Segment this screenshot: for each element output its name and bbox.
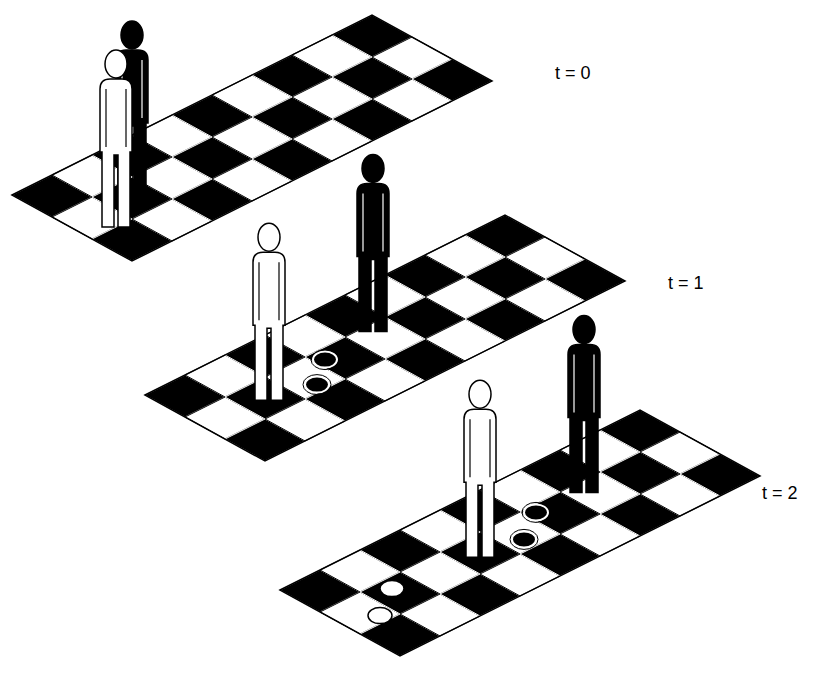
footprint-ring	[303, 375, 331, 395]
time-label: t = 2	[762, 483, 798, 504]
floor-tile	[412, 59, 492, 101]
time-label: t = 0	[555, 63, 591, 84]
person-arm	[593, 355, 594, 413]
person-body	[253, 252, 285, 400]
person-arm	[258, 262, 259, 320]
person-arm	[141, 60, 142, 118]
footprint	[380, 581, 404, 597]
person-body	[464, 409, 496, 557]
floor-outline	[280, 410, 760, 656]
time-label: t = 1	[668, 273, 704, 294]
person-arm	[105, 89, 106, 147]
footprint	[313, 352, 337, 368]
person-arm	[469, 419, 470, 477]
person-arm	[125, 89, 126, 147]
person-head	[121, 21, 143, 49]
person-body	[100, 79, 132, 227]
person-head	[573, 316, 595, 344]
footprint	[305, 377, 329, 393]
footprint-ring	[311, 350, 339, 370]
footprint-ring	[522, 502, 550, 522]
footprint	[368, 608, 392, 624]
footprint	[524, 504, 548, 520]
person-arm	[489, 419, 490, 477]
person-arm	[362, 193, 363, 251]
person-arm	[382, 193, 383, 251]
person-head	[105, 50, 127, 78]
person-arm	[573, 355, 574, 413]
person-body	[568, 345, 600, 493]
floor-tile	[680, 454, 760, 496]
person-head	[362, 154, 384, 182]
person-arm	[278, 262, 279, 320]
person-head	[469, 380, 491, 408]
footprint	[512, 531, 536, 547]
floor-tile	[545, 259, 625, 301]
person-body	[357, 183, 389, 331]
footprint-ring	[510, 529, 538, 549]
floor-outline	[12, 15, 492, 261]
person-head	[258, 223, 280, 251]
